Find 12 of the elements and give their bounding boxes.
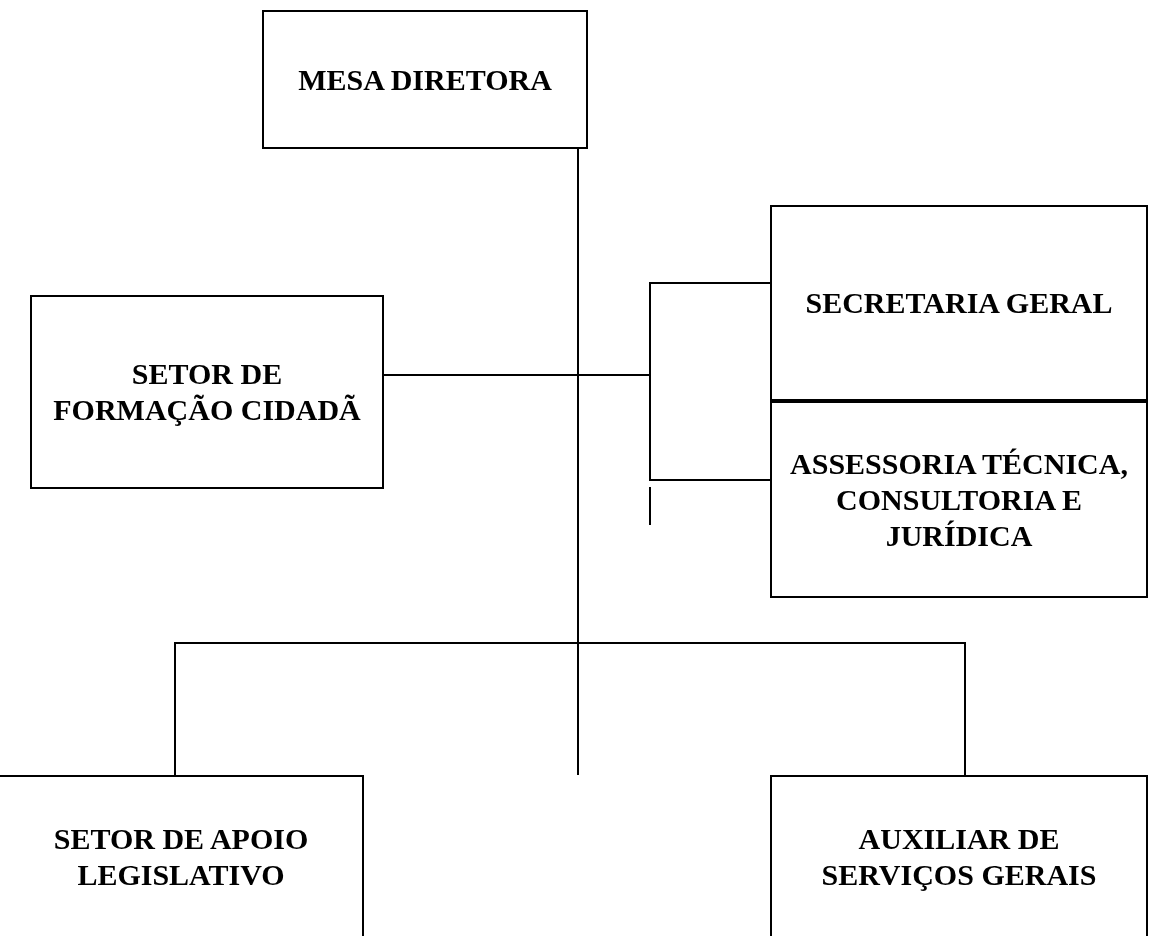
unit-name: SETOR DE APOIO LEGISLATIVO (52, 820, 310, 893)
org-box (262, 10, 588, 149)
unit-name: SETOR DE FORMAÇÃO CIDADÃ (52, 356, 362, 428)
org-box (30, 295, 384, 489)
unit-name: ASSESSORIA TÉCNICA, CONSULTORIA E JURÍDICA (789, 445, 1129, 554)
unit-name: SECRETARIA GERAL (805, 285, 1113, 321)
org-box (770, 775, 1148, 936)
org-box (770, 205, 1148, 401)
org-box (770, 401, 1148, 598)
org-box (0, 775, 364, 936)
unit-name: AUXILIAR DE SERVIÇOS GERAIS (820, 820, 1098, 893)
unit-name: MESA DIRETORA (298, 61, 552, 98)
